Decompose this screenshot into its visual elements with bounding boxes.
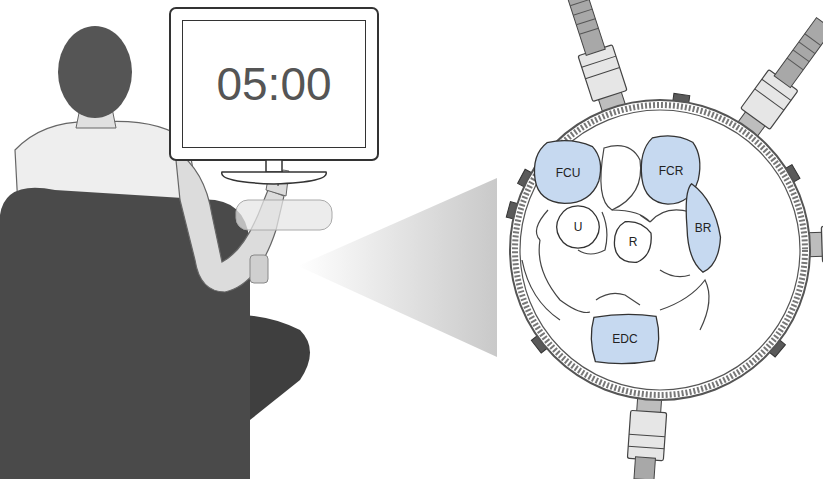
monitor-stand	[222, 172, 327, 184]
fascia	[520, 110, 800, 390]
probe-band	[250, 255, 268, 283]
ultrasound-probes	[506, 0, 823, 479]
region-label: U	[574, 220, 583, 234]
head	[58, 26, 132, 118]
bone: U	[556, 205, 600, 249]
region-label: FCU	[556, 166, 581, 180]
muscle-region: EDC	[588, 312, 662, 366]
projection-beam	[298, 178, 497, 357]
muscle-region: FCU	[533, 140, 603, 206]
bone: R	[613, 220, 653, 264]
arm-holder	[236, 200, 332, 230]
monitor-screen: 05:00	[182, 20, 366, 148]
region-label: EDC	[612, 332, 637, 346]
monitor-frame	[170, 8, 378, 160]
timer-text: 05:00	[216, 57, 331, 111]
muscle-region: BR	[684, 182, 722, 274]
region-label: FCR	[659, 164, 684, 178]
skin-layer	[515, 105, 805, 395]
forearm-outline	[510, 100, 810, 400]
monitor-neck	[266, 160, 282, 172]
region-label: R	[629, 235, 638, 249]
region-label: BR	[695, 221, 712, 235]
